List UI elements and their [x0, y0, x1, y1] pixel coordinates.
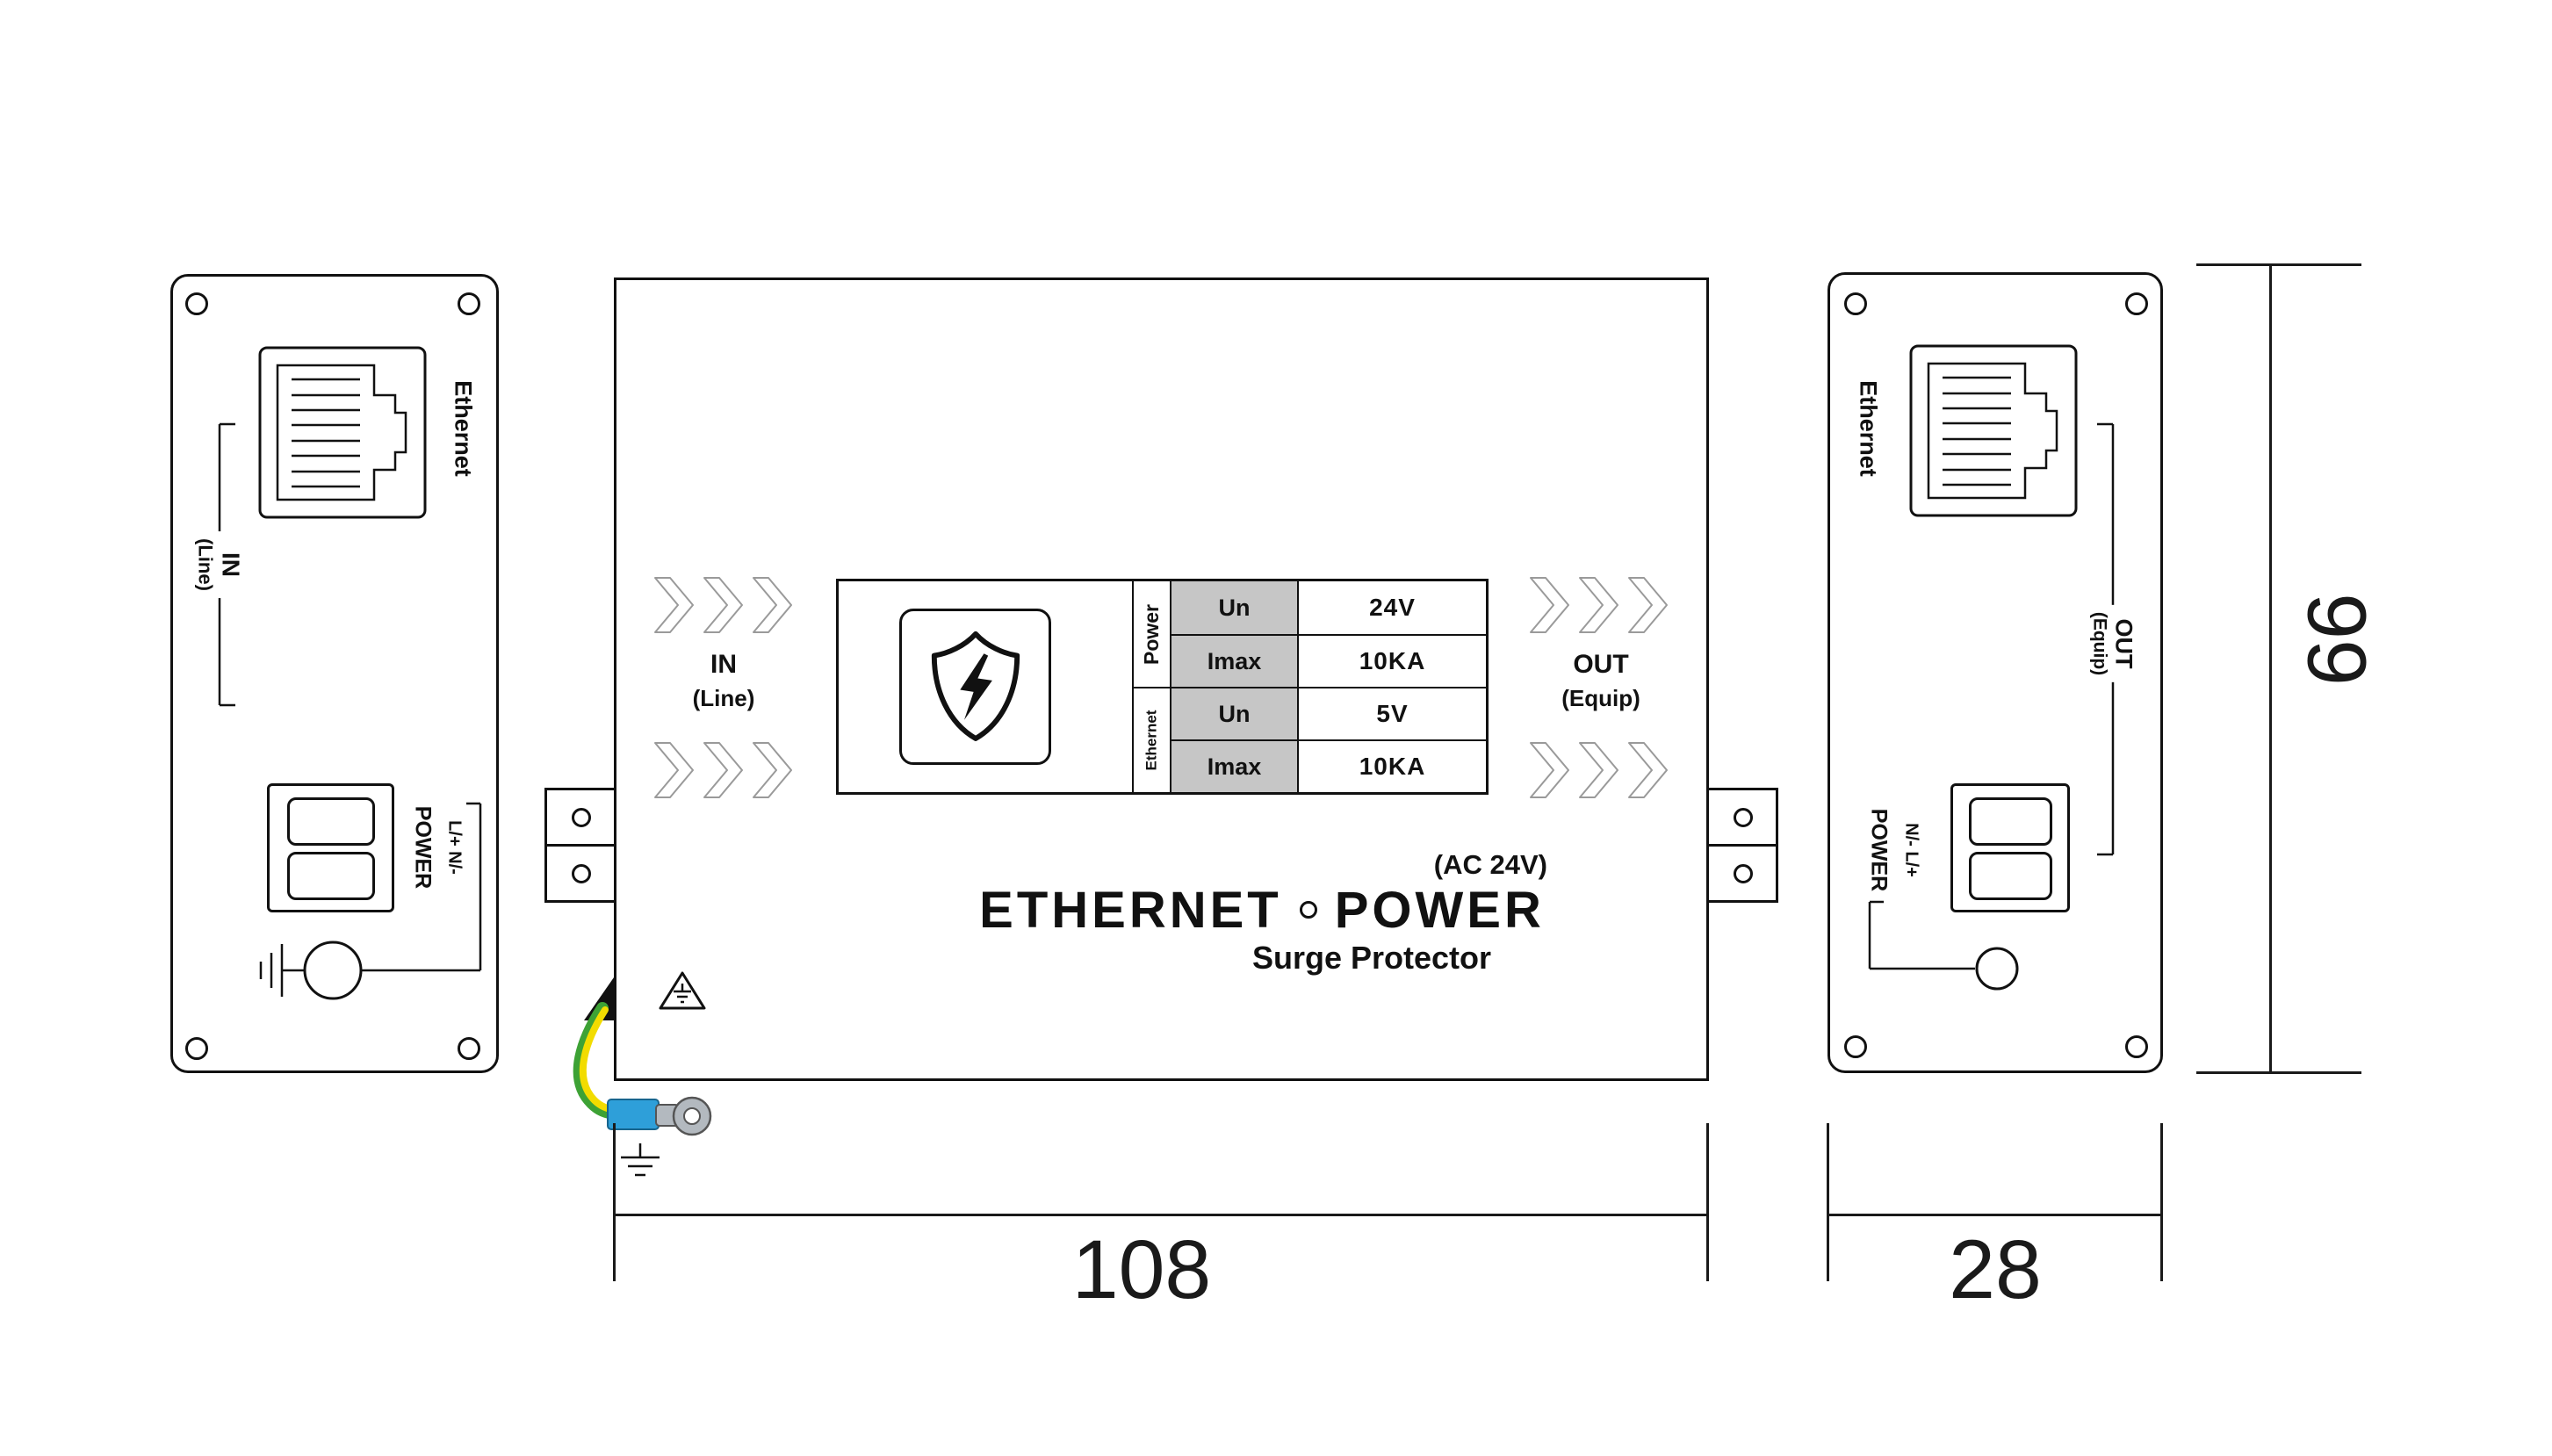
terminal-cell	[287, 797, 375, 846]
main-in-sub: (Line)	[692, 684, 755, 711]
terminal-cell	[1969, 797, 2052, 846]
right-terminal-marking: N/- L/+	[1900, 819, 1921, 881]
ground-wire-assembly	[573, 977, 712, 1177]
left-ethernet-label: Ethernet	[450, 380, 477, 477]
screw-hole-icon	[1844, 1035, 1867, 1058]
dim-99-tick-top	[2196, 263, 2361, 266]
screw-hole-icon	[458, 1037, 480, 1060]
dim-108-line	[614, 1214, 1709, 1216]
mounting-hole-icon	[1734, 808, 1753, 827]
mounting-hole-icon	[1734, 864, 1753, 883]
rj45-pins	[1943, 376, 2011, 487]
surge-shield-badge	[899, 609, 1051, 765]
right-power-terminal-block	[1950, 783, 2070, 912]
screw-hole-icon	[2125, 292, 2148, 315]
mounting-hole-icon	[572, 864, 591, 883]
value-cell: 10KA	[1297, 634, 1486, 687]
in-sub-label: (Line)	[194, 538, 217, 591]
main-in-label-block: IN (Line)	[662, 647, 785, 714]
value-cell: 10KA	[1297, 739, 1486, 792]
power-ground-link	[361, 802, 482, 972]
flow-chevrons-out-bottom-icon	[1530, 742, 1668, 798]
out-label: OUT	[2110, 618, 2137, 669]
dim-108-ext-right	[1706, 1123, 1709, 1281]
main-in-label: IN	[710, 650, 737, 679]
dim-28-ext-left	[1827, 1123, 1829, 1281]
flow-chevrons-in-bottom-icon	[654, 742, 792, 798]
brand-power: POWER	[1334, 881, 1545, 939]
param-cell: Un	[1170, 581, 1297, 634]
terminal-cell	[1969, 852, 2052, 900]
brand-title: ETHERNET POWER	[941, 881, 1582, 939]
spec-table: Power Ethernet Un Imax Un Imax 24V 10KA …	[836, 579, 1489, 795]
left-power-label: POWER	[409, 802, 436, 893]
flow-chevrons-out-top-icon	[1530, 577, 1668, 633]
mounting-tab-right	[1706, 788, 1778, 903]
right-panel-linework	[1868, 422, 2115, 991]
rj45-ethernet-jack-icon	[258, 346, 427, 519]
mounting-hole-icon	[572, 808, 591, 827]
group-power-cell: Power	[1132, 581, 1170, 687]
screw-hole-icon	[2125, 1035, 2148, 1058]
left-power-terminal-block	[267, 783, 394, 912]
value-cell: 24V	[1297, 581, 1486, 634]
screw-hole-icon	[185, 1037, 208, 1060]
mounting-tab-left	[544, 788, 616, 903]
rj45-ethernet-jack-icon	[1909, 344, 2078, 517]
product-subtitle: Surge Protector	[1251, 940, 1492, 976]
terminal-cell	[287, 852, 375, 900]
dim-99-tick-bottom	[2196, 1071, 2361, 1074]
tab-divider	[547, 844, 614, 847]
ring-terminal-hole	[683, 1107, 701, 1125]
dim-108-ext-left	[613, 1123, 616, 1281]
main-top-view: IN (Line) OUT (Equip) Power Ethernet	[614, 278, 1709, 1081]
dim-99-line	[2269, 264, 2272, 1073]
main-out-sub: (Equip)	[1561, 684, 1640, 711]
shield-cell	[839, 581, 1132, 792]
dim-28-value: 28	[1949, 1223, 2042, 1316]
shield-lightning-icon	[931, 631, 1020, 741]
param-cell: Imax	[1170, 634, 1297, 687]
flow-chevrons-in-top-icon	[654, 577, 792, 633]
screw-hole-icon	[185, 292, 208, 315]
group-ethernet-label: Ethernet	[1143, 710, 1160, 771]
earth-warning-triangle-icon	[659, 971, 706, 1010]
right-power-label: POWER	[1865, 804, 1892, 896]
left-in-line-label: IN (Line)	[192, 531, 247, 598]
ac-rating-label: (AC 24V)	[1433, 849, 1547, 880]
ground-terminal-circle	[1975, 947, 2019, 991]
dim-28-line	[1827, 1214, 2163, 1216]
dim-99-value: 99	[2289, 593, 2383, 686]
left-panel-view: Ethernet IN (Line) POWER L/+ N/-	[170, 274, 499, 1073]
in-label: IN	[217, 551, 245, 577]
screw-hole-icon	[1844, 292, 1867, 315]
brand-dot-icon	[1299, 901, 1317, 919]
power-ground-link	[1868, 900, 1975, 970]
right-ethernet-label: Ethernet	[1855, 380, 1882, 477]
out-sub-label: (Equip)	[2089, 611, 2110, 676]
earth-symbol-icon	[621, 1143, 660, 1177]
left-terminal-marking: L/+ N/-	[443, 817, 465, 878]
group-ethernet-cell: Ethernet	[1132, 687, 1170, 792]
tab-divider	[1709, 844, 1776, 847]
value-cell: 5V	[1297, 687, 1486, 739]
param-cell: Imax	[1170, 739, 1297, 792]
dim-108-value: 108	[1071, 1223, 1212, 1316]
dim-28-ext-right	[2160, 1123, 2163, 1281]
screw-hole-icon	[458, 292, 480, 315]
param-cell: Un	[1170, 687, 1297, 739]
right-out-equip-label: OUT (Equip)	[2087, 604, 2139, 683]
main-out-label-block: OUT (Equip)	[1539, 647, 1662, 714]
rj45-pins	[292, 378, 360, 488]
ground-terminal-circle	[303, 941, 363, 1000]
main-out-label: OUT	[1573, 650, 1629, 679]
left-panel-linework	[218, 422, 482, 1000]
brand-ethernet: ETHERNET	[979, 881, 1282, 939]
earth-symbol-icon	[259, 944, 305, 997]
group-power-label: Power	[1140, 603, 1163, 665]
right-panel-view: Ethernet OUT (Equip) POWER N/- L/+	[1827, 272, 2163, 1073]
